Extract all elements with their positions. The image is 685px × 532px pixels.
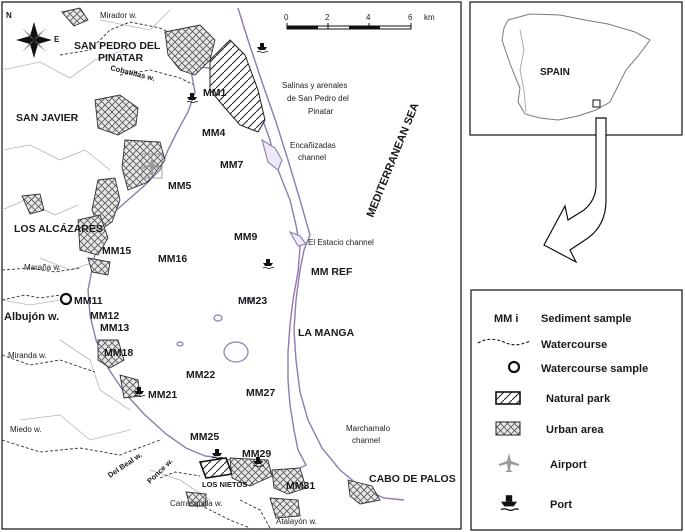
legend-natural-park-swatch [495,391,521,405]
sample-mm5: MM5 [168,180,191,192]
label-albujon-w: Albujón w. [4,311,59,323]
sample-mm25: MM25 [190,431,219,443]
label-salinas-3: Pinatar [308,107,334,116]
label-san-javier: SAN JAVIER [16,112,79,124]
scale-tick-4: 4 [366,13,371,22]
label-carrasquilla-w: Carrasquilla w. [170,499,222,508]
legend-watercourse-sample-icon [507,360,521,374]
sample-mm15: MM15 [102,245,131,257]
sample-mm9: MM9 [234,231,257,243]
sample-mm12: MM12 [90,310,119,322]
sample-mm11: MM11 [74,295,103,307]
sediment-sample-labels: MM1 MM4 MM7 MM5 MM9 MM15 MM16 MM REF MM1… [74,87,353,492]
legend-port: Port [550,499,572,511]
compass-n: N [6,11,12,20]
legend-urban-area-swatch [495,421,521,436]
sample-mm21: MM21 [148,389,177,401]
sample-mm16: MM16 [158,253,187,265]
sample-mm4: MM4 [202,127,225,139]
legend-airport: Airport [550,459,587,471]
label-san-pedro-1: SAN PEDRO DEL [74,40,161,52]
label-los-alcazares: LOS ALCÁZARES [14,222,103,235]
label-miranda-w: Miranda w. [8,351,47,360]
sample-mm7: MM7 [220,159,243,171]
scale-unit: km [424,13,435,22]
label-mirador-w: Mirador w. [100,11,137,20]
legend-watercourse-sample: Watercourse sample [541,363,648,375]
label-salinas-2: de San Pedro del [287,94,349,103]
land-boundaries [1,9,211,501]
sample-mmref: MM REF [311,266,353,278]
airport-icon [141,153,163,179]
legend-sediment: Sediment sample [541,313,631,325]
label-marchamalo-1: Marchamalo [346,424,391,433]
label-marana-w: Maraña w. [24,263,61,272]
watercourse-lines [1,21,271,529]
sample-mm22: MM22 [186,369,215,381]
study-area-box [592,99,601,108]
legend-sediment-symbol: MM i [494,313,518,325]
scale-tick-0: 0 [284,13,289,22]
natural-park-los-nietos [198,457,234,479]
label-estacio: El Estacio channel [308,238,374,247]
portugal-border [519,29,527,113]
sample-mm1: MM1 [203,87,226,99]
label-los-nietos: LOS NIETOS [202,480,247,489]
legend-watercourse: Watercourse [541,339,607,351]
label-atalayon-w: Atalayón w. [276,517,317,526]
iberia-outline [501,13,651,121]
compass-icon [16,22,52,58]
label-miedo-w: Miedo w. [10,425,42,434]
label-cabo-de-palos: CABO DE PALOS [369,473,456,485]
legend-urban-area: Urban area [546,424,604,436]
legend-airport-icon [499,453,519,472]
scale-tick-2: 2 [325,13,330,22]
legend-watercourse-line [477,338,531,346]
label-salinas-1: Salinas y arenales [282,81,347,90]
legend-natural-park: Natural park [546,393,611,405]
sample-mm13: MM13 [100,322,129,334]
sample-mm18: MM18 [104,347,133,359]
scale-tick-6: 6 [408,13,413,22]
islands [176,297,254,363]
watercourse-sample-marker [59,292,73,306]
label-la-manga: LA MANGA [298,327,355,339]
sample-mm23: MM23 [238,295,267,307]
label-san-pedro-2: PINATAR [98,52,144,64]
label-encanizadas-1: Encañizadas [290,141,336,150]
sample-mm29: MM29 [242,448,271,460]
pointer-arrow [543,117,607,264]
label-marchamalo-2: channel [352,436,380,445]
compass-e: E [54,35,60,44]
sample-mm27: MM27 [246,387,275,399]
natural-park-salinas [209,39,266,133]
urban-areas [21,7,381,519]
label-encanizadas-2: channel [298,153,326,162]
sea-coastline [237,7,405,501]
sample-mm31: MM31 [286,480,315,492]
scale-bar [286,23,412,30]
channels [261,138,307,247]
label-spain: SPAIN [540,67,570,78]
legend-frame [470,289,683,531]
